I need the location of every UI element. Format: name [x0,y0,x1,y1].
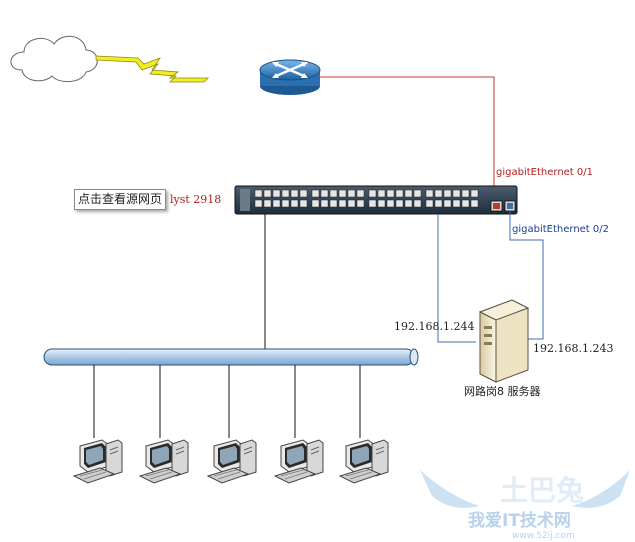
switch-ports [254,189,479,208]
pc-drops [93,365,361,438]
ip-left-label: 192.168.1.244 [394,320,474,333]
watermark-logo-text: 我爱IT技术网 [468,510,571,531]
switch-port [395,189,404,198]
switch-port [329,189,338,198]
switch-port [368,199,377,208]
switch-port [452,199,461,208]
view-source-popup[interactable]: 点击查看源网页 [74,189,166,210]
switch-port [281,199,290,208]
switch-port [347,199,356,208]
switch-port [338,189,347,198]
switch-port [263,199,272,208]
bus-line [43,348,419,366]
switch-port [299,199,308,208]
switch-model-label: lyst 2918 [170,193,221,206]
switch-port [320,199,329,208]
switch-port [404,199,413,208]
switch-port [386,189,395,198]
switch-port [443,189,452,198]
switch-port [413,199,422,208]
lightning-icon [95,55,209,83]
server-caption: 网路岗8 服务器 [464,385,541,398]
switch-port [470,199,479,208]
switch-port [356,189,365,198]
switch-port [311,199,320,208]
switch-port [263,189,272,198]
switch-port [395,199,404,208]
switch-icon [234,185,518,215]
ip-right-label: 192.168.1.243 [533,342,613,355]
watermark-logo: 土巴兔 我爱IT技术网 www.52ij.com [420,470,630,541]
computer-icon [73,439,389,484]
switch-port [425,199,434,208]
switch-port [386,199,395,208]
server-link-1 [437,214,476,343]
uplink-cable [320,76,495,204]
router-icon [259,59,321,95]
watermark-url: www.52ij.com [512,531,575,541]
switch-port [377,189,386,198]
switch-port [368,189,377,198]
gig-port-1-label: gigabitEthernet 0/1 [496,167,593,178]
switch-port [413,189,422,198]
switch-port [461,189,470,198]
switch-port [290,199,299,208]
switch-port [470,189,479,198]
switch-port [254,199,263,208]
switch-port [299,189,308,198]
switch-port [425,189,434,198]
switch-port [377,199,386,208]
switch-port [329,199,338,208]
switch-port [434,189,443,198]
switch-port [272,189,281,198]
server-link-2 [506,211,544,340]
switch-port [461,199,470,208]
switch-port [320,189,329,198]
switch-port [434,199,443,208]
server-icon [478,299,530,383]
switch-port [311,189,320,198]
switch-port [452,189,461,198]
gig-port-2-label: gigabitEthernet 0/2 [512,224,609,235]
cloud-icon [10,35,98,82]
switch-port [254,189,263,198]
switch-port [290,189,299,198]
switch-port [404,189,413,198]
switch-port [443,199,452,208]
switch-port [347,189,356,198]
watermark-mark: 土巴兔 [500,474,584,507]
switch-port [356,199,365,208]
switch-port [338,199,347,208]
switch-port [272,199,281,208]
switch-port [281,189,290,198]
